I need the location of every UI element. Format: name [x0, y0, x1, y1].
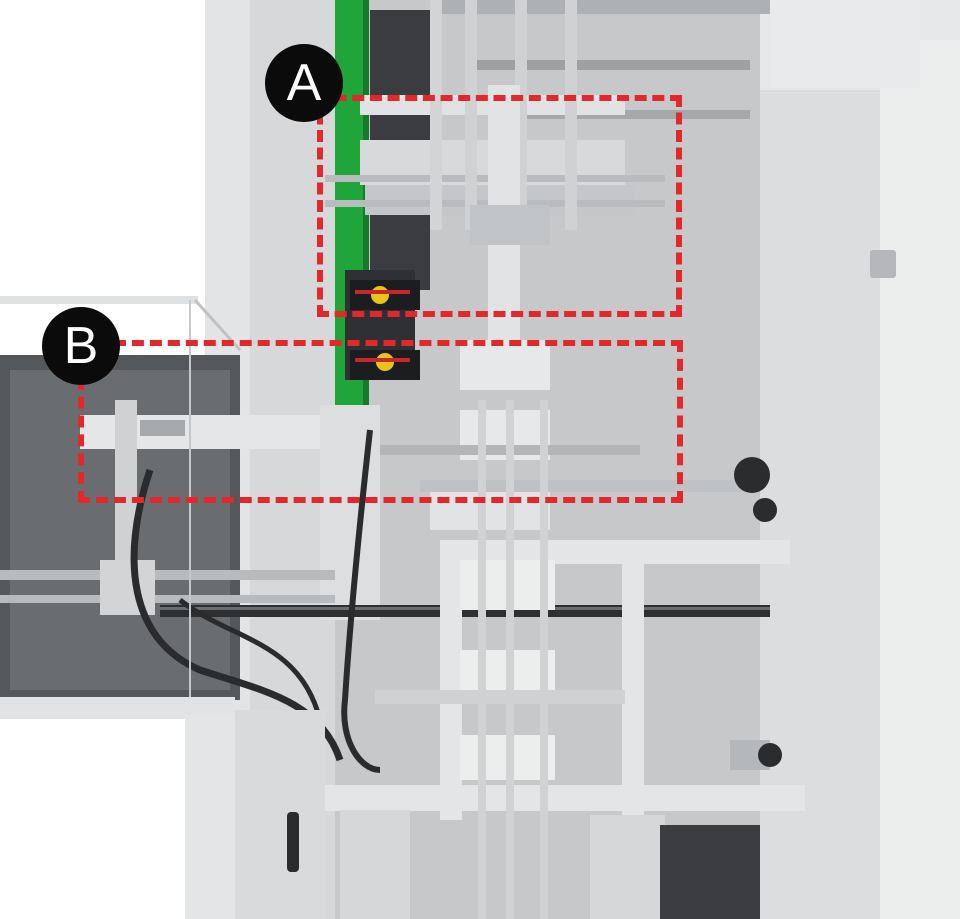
highlight-zone-a — [317, 95, 682, 317]
highlight-zone-b — [78, 340, 683, 503]
marker-b: B — [42, 307, 120, 385]
door-hinge — [870, 250, 896, 278]
acrylic-guard — [0, 296, 198, 304]
marker-a: A — [265, 44, 343, 122]
